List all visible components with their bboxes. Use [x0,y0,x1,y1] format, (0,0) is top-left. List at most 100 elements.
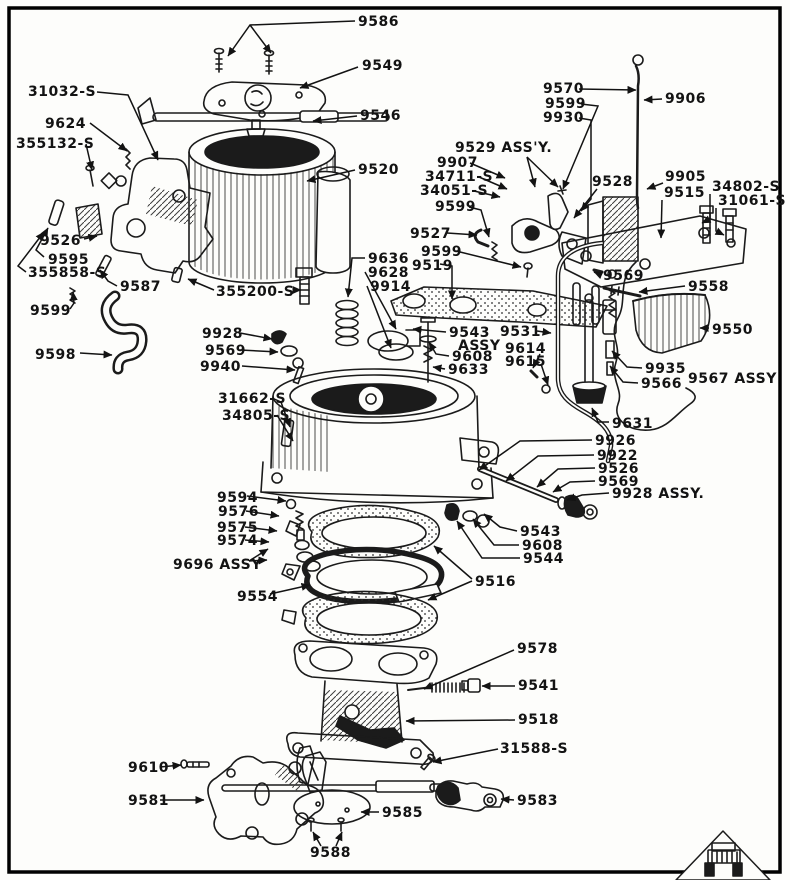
part-label-34805-s: 34805-S [222,408,290,424]
part-label-9528: 9528 [592,174,633,190]
part-label-9566: 9566 [641,376,682,392]
part-label-9588: 9588 [310,845,351,861]
part-label-9930: 9930 [543,110,584,126]
leader-line [714,208,725,236]
part-label-9696-assy: 9696 ASSY [173,557,262,573]
part-label-9624: 9624 [45,116,86,132]
leader-line [245,510,280,519]
leader-line [483,513,518,532]
leader-line [643,95,663,104]
leader-line [312,831,322,847]
part-label-31662-s: 31662-S [218,391,286,407]
bowl-bolt-drawing [171,266,313,305]
leader-line [701,194,712,224]
exploded-diagram-artwork [48,47,771,880]
part-label-9549: 9549 [362,58,403,74]
part-label-9598: 9598 [35,347,76,363]
part-label-9576: 9576 [218,504,259,520]
part-label-9935: 9935 [645,361,686,377]
part-label-9578: 9578 [517,641,558,657]
part-label-31032-s: 31032-S [28,84,96,100]
part-label-9907: 9907 [437,155,478,171]
leader-line [433,545,473,580]
part-label-9608: 9608 [452,349,493,365]
part-label-9518: 9518 [518,712,559,728]
leader-line [344,257,365,298]
part-label-31061-s: 31061-S [718,193,786,209]
throttle-body-drawing [285,640,438,766]
part-label-9631: 9631 [612,416,653,432]
leader-line [609,365,639,384]
pump-rod-drawing [632,54,644,210]
leader-line [79,350,113,359]
lever-screw-drawing [180,759,210,769]
leader-line [244,525,278,534]
leader-line [591,407,609,423]
part-label-9527: 9527 [410,226,451,242]
part-label-9587: 9587 [120,279,161,295]
leader-line [312,115,358,125]
part-label-9905: 9905 [665,169,706,185]
leader-line [364,271,397,330]
main-body-drawing [260,368,500,504]
pump-link-drawing [444,466,598,528]
leader-line [472,518,519,546]
leader-line [552,480,596,493]
part-label-355132-s: 355132-S [16,136,94,152]
strainer-drawing [602,285,711,354]
leader-line [611,350,643,369]
part-label-9928-assy-: 9928 ASSY. [612,486,704,502]
leader-line [239,332,273,342]
leader-line [96,91,159,161]
leader-line [276,414,294,442]
part-label-9599: 9599 [435,199,476,215]
part-label-9541: 9541 [518,678,559,694]
part-label-9594: 9594 [217,490,258,506]
needle-valve-parts-drawing [271,330,305,385]
jeep-triangle-logo [675,830,771,880]
part-label-9599: 9599 [545,96,586,112]
part-label-9526: 9526 [598,461,639,477]
part-label-9610: 9610 [128,760,169,776]
idle-needle-drawing [407,678,481,693]
throttle-plate-drawing [293,789,371,825]
leader-line [89,122,128,152]
part-labels-layer: 958695499546952031032-S9624355132-S95269… [16,14,786,861]
leader-line [405,716,516,725]
leader-line [532,353,541,369]
part-label-9599: 9599 [30,303,71,319]
leader-line [85,143,94,171]
pump-linkage-drawing [473,185,569,278]
leader-line [657,199,666,239]
leader-line [248,556,268,565]
part-label-34051-s: 34051-S [420,183,488,199]
part-label-9550: 9550 [712,322,753,338]
part-label-assy: ASSY [458,338,501,354]
part-label-9922: 9922 [597,448,638,464]
part-label-9906: 9906 [665,91,706,107]
cover-screws-drawing [213,47,275,75]
part-label-9581: 9581 [128,793,169,809]
leader-line [469,162,506,179]
part-label-9599: 9599 [421,244,462,260]
inlet-needle-drawing [419,317,437,383]
throttle-lever-bracket-drawing [48,148,214,304]
part-label-9928: 9928 [202,326,243,342]
group-outline-drawing [613,261,696,431]
part-label-9574: 9574 [217,533,258,549]
leader-line [456,520,520,559]
bowl-gasket-drawing [390,286,608,328]
part-label-9595: 9595 [48,252,89,268]
part-label-9614: 9614 [505,341,546,357]
leader-line [299,66,359,89]
leader-line [573,188,598,219]
float-drawing [367,329,421,361]
shaft-lever-drawing [435,780,505,812]
leader-line [536,327,552,336]
leader-line [366,285,392,349]
leader-line [468,206,491,238]
part-label-9515: 9515 [664,185,705,201]
leader-line [526,156,559,188]
leader-line [566,492,610,502]
